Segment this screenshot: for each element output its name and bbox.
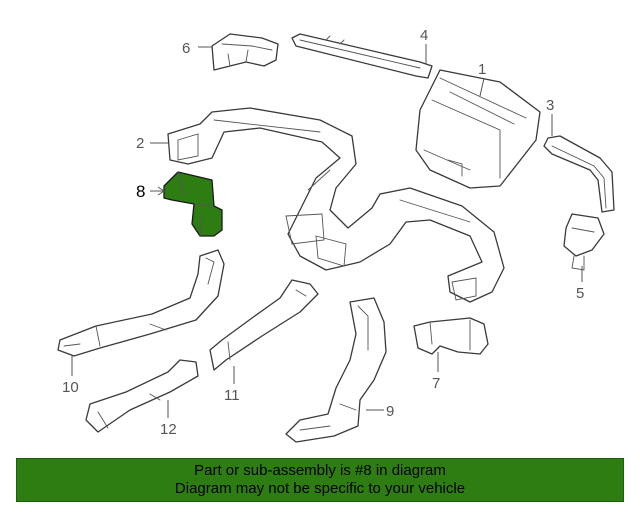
banner-line-2: Diagram may not be specific to your vehi… bbox=[174, 480, 466, 497]
callout-10: 10 bbox=[62, 379, 79, 396]
callout-3: 3 bbox=[546, 97, 554, 114]
callout-8: 8 bbox=[136, 182, 145, 201]
callout-12: 12 bbox=[160, 421, 177, 438]
part-8-highlighted[interactable] bbox=[163, 171, 223, 237]
leader-lines bbox=[71, 44, 583, 418]
part-3[interactable] bbox=[543, 135, 615, 213]
callout-11: 11 bbox=[224, 387, 240, 404]
callout-2: 2 bbox=[136, 135, 144, 152]
part-5[interactable] bbox=[563, 213, 605, 271]
callout-1: 1 bbox=[478, 61, 486, 78]
part-12[interactable] bbox=[85, 359, 199, 433]
part-7[interactable] bbox=[413, 317, 489, 355]
info-banner: Part or sub-assembly is #8 in diagram Di… bbox=[16, 458, 624, 502]
part-8-shape bbox=[163, 171, 223, 237]
callouts: 6 4 1 2 3 5 8 10 11 12 9 7 bbox=[62, 27, 584, 438]
part-4[interactable] bbox=[291, 33, 433, 79]
callout-9: 9 bbox=[386, 403, 394, 420]
callout-5: 5 bbox=[576, 285, 584, 302]
parts-diagram: 6 4 1 2 3 5 8 10 11 12 9 7 bbox=[57, 27, 615, 443]
part-9[interactable] bbox=[285, 297, 387, 443]
part-6[interactable] bbox=[211, 33, 279, 71]
callout-7: 7 bbox=[432, 375, 440, 392]
part-10[interactable] bbox=[57, 249, 225, 357]
callout-4: 4 bbox=[420, 27, 428, 44]
part-11[interactable] bbox=[209, 279, 319, 371]
callout-6: 6 bbox=[182, 40, 190, 57]
part-2[interactable] bbox=[167, 107, 505, 303]
part-1[interactable] bbox=[415, 69, 541, 189]
banner-line-1: Part or sub-assembly is #8 in diagram bbox=[194, 462, 446, 479]
